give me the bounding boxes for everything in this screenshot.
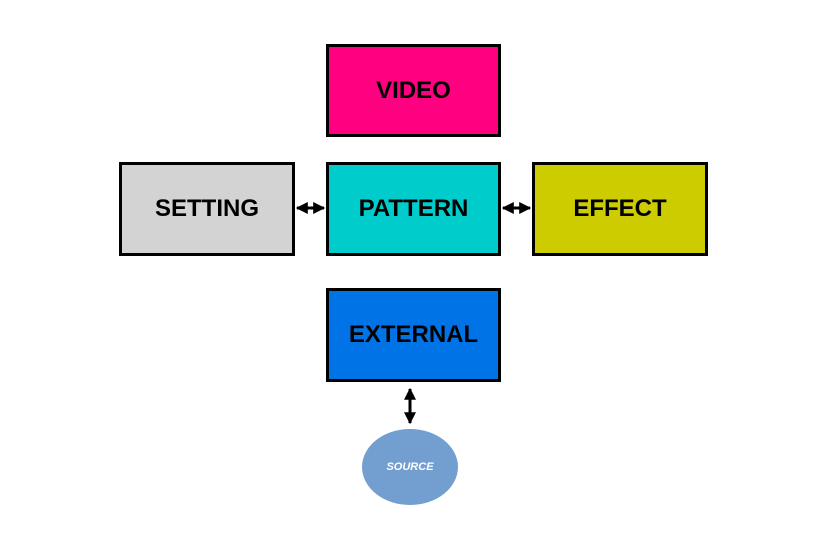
external-node: EXTERNAL [326,288,501,382]
pattern-label: PATTERN [358,195,469,222]
setting-label: SETTING [154,195,259,222]
pattern-node: PATTERN [326,162,501,256]
effect-label: EFFECT [573,195,667,222]
source-node: SOURCE [362,429,458,505]
video-node: VIDEO [326,44,501,137]
setting-node: SETTING [119,162,295,256]
effect-node: EFFECT [532,162,708,256]
external-label: EXTERNAL [348,321,479,348]
source-label: SOURCE [386,461,434,473]
video-label: VIDEO [376,76,451,104]
